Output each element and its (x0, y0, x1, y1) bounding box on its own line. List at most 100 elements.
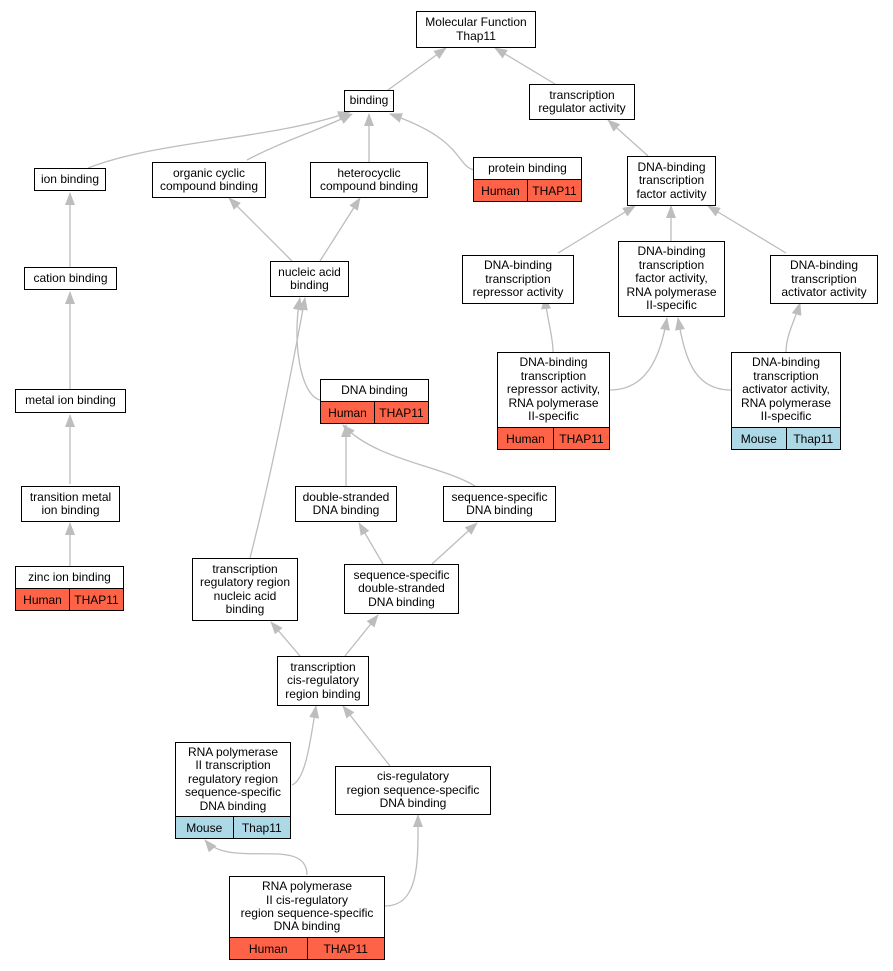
edge-rnap2trr-tcrrb (291, 705, 320, 786)
go-term-label: heterocyclic compound binding (319, 165, 419, 193)
edge-crrssdb-tcrrb (342, 705, 391, 767)
go-term-label: sequence-specific double-stranded DNA bi… (353, 567, 450, 609)
species-cell: Human (474, 180, 527, 201)
go-term-mib[interactable]: metal ion binding (15, 389, 126, 413)
edge-rnap2crr-rnap2trr (204, 839, 308, 876)
edge-dbtap2-dbtfp2 (675, 317, 732, 391)
gene-cell: THAP11 (553, 428, 609, 449)
go-term-rnap2trr[interactable]: RNA polymerase II transcription regulato… (175, 742, 291, 839)
go-term-hcb[interactable]: heterocyclic compound binding (310, 162, 428, 198)
species-cell: Human (498, 428, 553, 449)
go-term-label: transcription regulatory region nucleic … (199, 561, 291, 616)
edge-ssdb-dnab (342, 424, 476, 487)
edge-tcrrb-trrnab (270, 621, 301, 657)
gene-cell: Thap11 (785, 428, 840, 449)
go-term-label: DNA-binding transcription factor activit… (636, 159, 707, 201)
edge-dbtaa-dbtfa (707, 205, 787, 254)
edge-binding-mf (387, 47, 447, 91)
go-term-binding[interactable]: binding (344, 90, 394, 112)
edge-protb-binding (389, 113, 475, 171)
go-term-crrssdb[interactable]: cis-regulatory region sequence-specific … (335, 766, 491, 815)
species-cell: Mouse (732, 428, 786, 449)
go-term-label: DNA binding (341, 382, 408, 397)
go-term-dbtra[interactable]: DNA-binding transcription repressor acti… (462, 255, 574, 304)
gene-cell: Thap11 (232, 817, 290, 838)
go-term-label: DNA-binding transcription activator acti… (781, 258, 867, 300)
edge-dbtra-dbtfa (557, 205, 636, 254)
go-term-label: protein binding (488, 160, 567, 175)
go-term-label: cation binding (33, 270, 108, 285)
go-term-ocb[interactable]: organic cyclic compound binding (152, 162, 266, 198)
edge-trrnab-nab (249, 297, 308, 559)
edge-ocb-binding (246, 113, 353, 161)
go-term-label: metal ion binding (25, 393, 116, 408)
go-term-label: cis-regulatory region sequence-specific … (346, 769, 480, 811)
go-term-mf[interactable]: Molecular Function Thap11 (416, 11, 536, 48)
edge-trac-mf (494, 47, 556, 85)
go-term-label: double-stranded DNA binding (302, 489, 390, 517)
go-term-label: transcription cis-regulatory region bind… (285, 659, 361, 701)
species-cell: Human (16, 589, 69, 610)
gene-cell: THAP11 (306, 938, 384, 959)
go-term-label: Molecular Function Thap11 (425, 15, 527, 43)
go-term-dbtrp2[interactable]: DNA-binding transcription repressor acti… (497, 352, 610, 450)
go-term-label: ion binding (40, 171, 100, 186)
gene-cell: THAP11 (69, 589, 123, 610)
go-term-label: transition metal ion binding (29, 489, 112, 517)
go-term-ionb[interactable]: ion binding (34, 168, 106, 191)
edge-dbtrp2-dbtfp2 (609, 317, 670, 391)
edge-dbtrp2-dbtra (541, 296, 554, 353)
edge-rnap2crr-crrssdb (384, 814, 424, 907)
go-term-dbtap2[interactable]: DNA-binding transcription activator acti… (731, 352, 841, 450)
edge-dnab-nab (292, 297, 321, 401)
go-term-nab[interactable]: nucleic acid binding (270, 261, 349, 297)
go-term-dbtfa[interactable]: DNA-binding transcription factor activit… (627, 156, 716, 206)
edge-ssdsdb-dsdb (358, 522, 384, 565)
edge-ssdsdb-ssdb (431, 522, 478, 565)
go-term-tmib[interactable]: transition metal ion binding (21, 486, 120, 522)
gene-cell: THAP11 (527, 180, 581, 201)
go-term-label: sequence-specific DNA binding (451, 489, 548, 517)
edge-dbtfa-trac (607, 119, 649, 157)
go-term-rnap2crr[interactable]: RNA polymerase II cis-regulatory region … (229, 876, 385, 960)
go-term-ssdb[interactable]: sequence-specific DNA binding (443, 486, 556, 522)
go-term-label: nucleic acid binding (278, 264, 341, 292)
go-term-label: DNA-binding transcription factor activit… (626, 244, 717, 313)
go-term-label: binding (349, 93, 389, 108)
edge-tcrrb-ssdsdb (344, 614, 379, 657)
edge-nab-ocb (228, 197, 293, 262)
go-term-ssdsdb[interactable]: sequence-specific double-stranded DNA bi… (344, 564, 459, 614)
go-term-trac[interactable]: transcription regulator activity (529, 84, 635, 120)
go-term-label: DNA-binding transcription repressor acti… (472, 258, 564, 300)
species-cell: Mouse (176, 817, 233, 838)
go-term-label: DNA-binding transcription repressor acti… (506, 355, 601, 424)
go-term-label: transcription regulator activity (538, 87, 626, 115)
species-cell: Human (321, 402, 374, 423)
edge-dbtap2-dbtaa (785, 302, 802, 353)
go-term-dbtaa[interactable]: DNA-binding transcription activator acti… (770, 255, 878, 304)
go-term-label: organic cyclic compound binding (159, 165, 259, 193)
go-term-label: RNA polymerase II cis-regulatory region … (240, 879, 374, 934)
go-term-label: DNA-binding transcription activator acti… (740, 355, 832, 424)
go-term-tcrrb[interactable]: transcription cis-regulatory region bind… (277, 656, 369, 706)
edge-nab-hcb (319, 197, 361, 262)
go-term-label: zinc ion binding (28, 569, 111, 584)
species-cell: Human (230, 938, 307, 959)
go-term-label: RNA polymerase II transcription regulato… (184, 744, 282, 813)
gene-cell: THAP11 (374, 402, 428, 423)
go-term-catb[interactable]: cation binding (24, 267, 117, 290)
go-term-trrnab[interactable]: transcription regulatory region nucleic … (192, 558, 298, 621)
go-term-dsdb[interactable]: double-stranded DNA binding (295, 486, 397, 522)
edge-ionb-binding (87, 111, 351, 169)
go-term-dbtfp2[interactable]: DNA-binding transcription factor activit… (618, 241, 725, 317)
